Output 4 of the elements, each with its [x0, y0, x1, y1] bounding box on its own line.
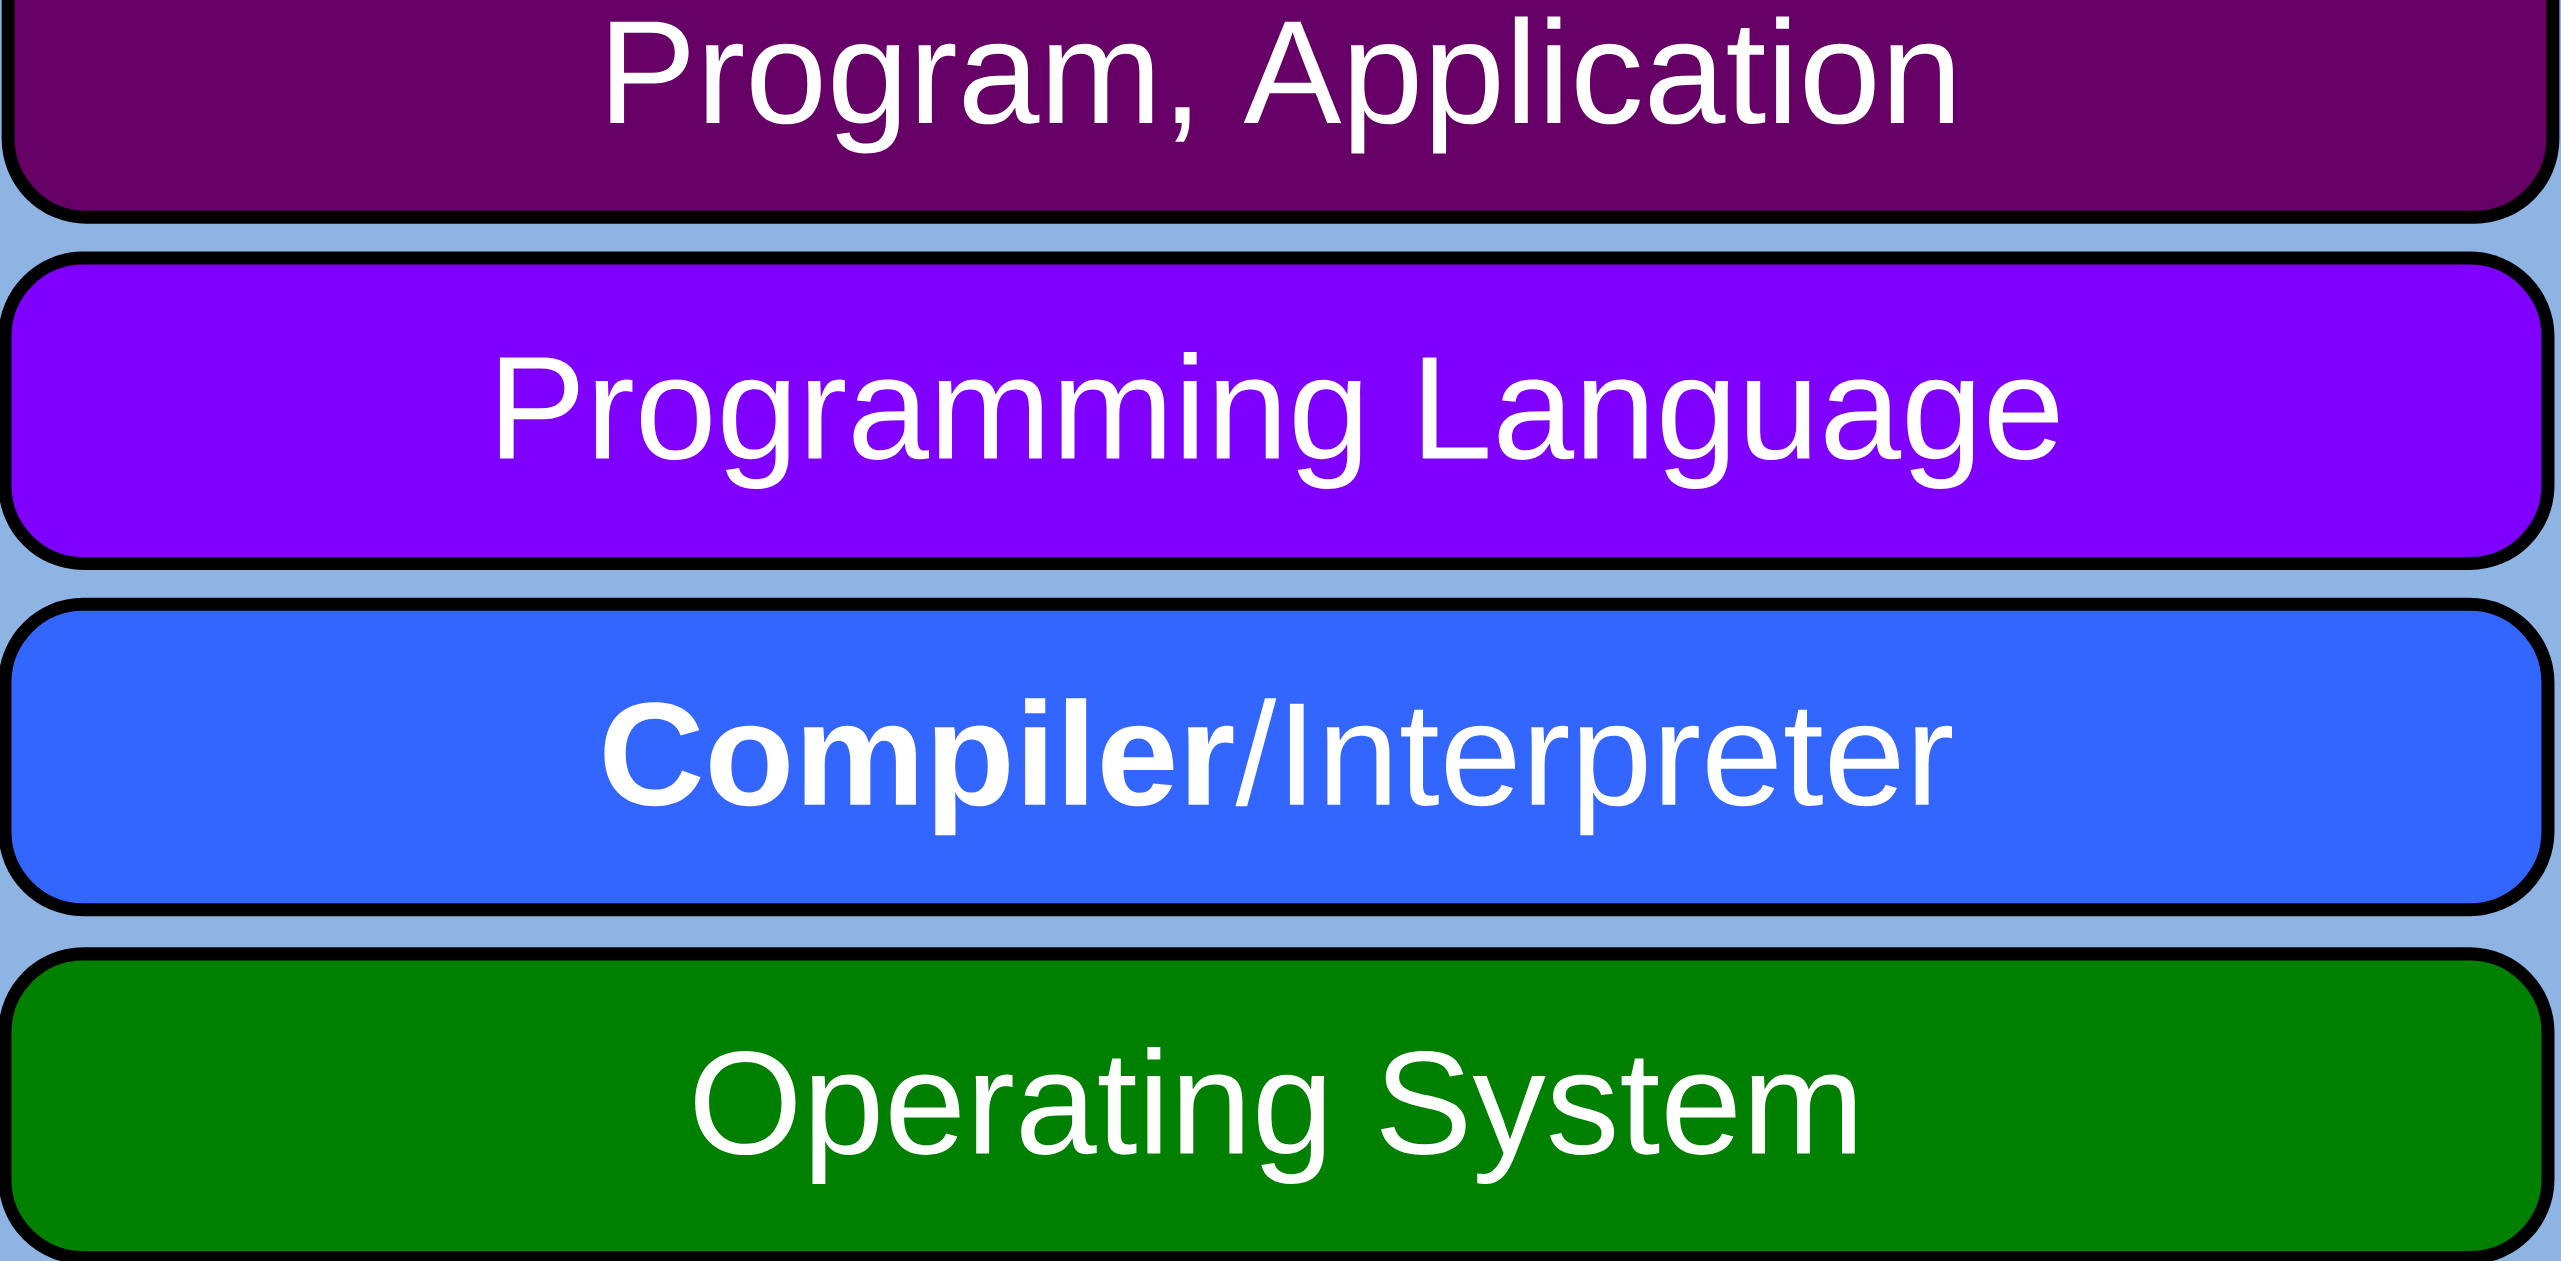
- layer-box: Operating System: [0, 947, 2555, 1261]
- layer-box: Compiler/Interpreter: [0, 597, 2555, 917]
- layer-box: Programming Language: [0, 251, 2555, 571]
- layer-box: Program, Application: [1, 0, 2560, 224]
